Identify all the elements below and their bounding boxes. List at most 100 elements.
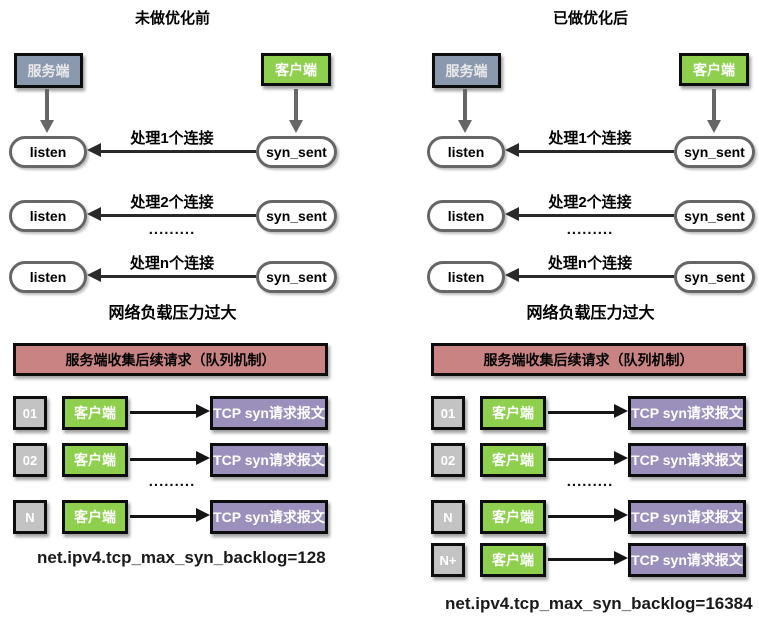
server-down-arrow-line [463, 89, 467, 121]
arrow-line [548, 458, 615, 461]
queue-banner: 服务端收集后续请求（队列机制） [13, 343, 328, 376]
arrow-line [518, 214, 674, 217]
syn-sent-node: syn_sent [256, 200, 337, 232]
queue-row: 01 客户端 TCP syn请求报文 [0, 396, 345, 430]
syn-sent-node: syn_sent [674, 200, 755, 232]
client-box: 客户端 [261, 53, 331, 86]
client-box: 客户端 [480, 543, 546, 577]
queue-index-box: N+ [431, 543, 465, 577]
client-down-arrow-line [712, 89, 716, 121]
connection-label: 处理n个连接 [547, 255, 633, 272]
panel-title-after: 已做优化后 [552, 10, 628, 27]
arrow-left-icon [87, 143, 101, 157]
server-box: 服务端 [432, 53, 501, 88]
queue-row: 02 客户端 TCP syn请求报文 [0, 443, 345, 477]
arrow-left-icon [505, 207, 519, 221]
ellipsis-dots: ......... [148, 473, 196, 490]
queue-row: N 客户端 TCP syn请求报文 [418, 500, 759, 534]
connection-row: listen 处理n个连接 syn_sent [418, 255, 759, 293]
queue-row: 02 客户端 TCP syn请求报文 [418, 443, 759, 477]
connection-row: listen 处理n个连接 syn_sent [0, 255, 345, 293]
syn-packet-box: TCP syn请求报文 [628, 396, 746, 430]
client-box: 客户端 [62, 396, 128, 430]
syn-sent-node: syn_sent [674, 261, 755, 293]
server-box: 服务端 [14, 53, 83, 88]
queue-index-box: 02 [431, 443, 465, 477]
connection-label: 处理2个连接 [130, 194, 214, 211]
panel-before-optimization: 未做优化前 服务端 客户端 listen 处理1个连接 syn_sent lis… [0, 0, 345, 619]
listen-node: listen [427, 261, 505, 293]
arrow-line [100, 275, 256, 278]
arrow-line [548, 558, 615, 561]
connection-label: 处理1个连接 [130, 130, 214, 147]
queue-row: 01 客户端 TCP syn请求报文 [418, 396, 759, 430]
syn-packet-box: TCP syn请求报文 [210, 396, 328, 430]
arrow-right-icon [614, 508, 628, 522]
arrow-line [518, 150, 674, 153]
syn-sent-node: syn_sent [256, 136, 337, 168]
arrow-right-icon [196, 508, 210, 522]
overload-text: 网络负载压力过大 [526, 305, 655, 322]
arrow-line [548, 515, 615, 518]
queue-index-box: 01 [13, 396, 47, 430]
arrow-down-icon [40, 120, 54, 133]
arrow-line [100, 214, 256, 217]
listen-node: listen [9, 261, 87, 293]
client-box: 客户端 [62, 443, 128, 477]
ellipsis-dots: ......... [566, 473, 614, 490]
syn-packet-box: TCP syn请求报文 [628, 443, 746, 477]
queue-row: N+ 客户端 TCP syn请求报文 [418, 543, 759, 577]
queue-index-box: N [13, 500, 47, 534]
listen-node: listen [9, 136, 87, 168]
syn-sent-node: syn_sent [256, 261, 337, 293]
arrow-left-icon [505, 143, 519, 157]
client-box: 客户端 [480, 443, 546, 477]
arrow-right-icon [614, 404, 628, 418]
queue-index-box: 02 [13, 443, 47, 477]
ellipsis-dots: ......... [148, 221, 196, 238]
connection-row: listen 处理1个连接 syn_sent [0, 130, 345, 168]
listen-node: listen [427, 200, 505, 232]
arrow-down-icon [289, 120, 303, 133]
arrow-right-icon [614, 551, 628, 565]
queue-index-box: 01 [431, 396, 465, 430]
arrow-line [130, 515, 197, 518]
arrow-line [518, 275, 674, 278]
queue-index-box: N [431, 500, 465, 534]
syn-packet-box: TCP syn请求报文 [210, 443, 328, 477]
syn-packet-box: TCP syn请求报文 [628, 500, 746, 534]
overload-text: 网络负载压力过大 [108, 305, 237, 322]
arrow-down-icon [707, 120, 721, 133]
arrow-right-icon [614, 451, 628, 465]
arrow-left-icon [87, 268, 101, 282]
arrow-line [130, 411, 197, 414]
listen-node: listen [427, 136, 505, 168]
syn-sent-node: syn_sent [674, 136, 755, 168]
syn-packet-box: TCP syn请求报文 [628, 543, 746, 577]
client-box: 客户端 [480, 500, 546, 534]
sysctl-setting-text: net.ipv4.tcp_max_syn_backlog=16384 [445, 594, 753, 613]
panel-after-optimization: 已做优化后 服务端 客户端 listen 处理1个连接 syn_sent lis… [418, 0, 759, 619]
connection-label: 处理n个连接 [129, 255, 215, 272]
connection-row: listen 处理2个连接 syn_sent [418, 194, 759, 232]
arrow-left-icon [87, 207, 101, 221]
sysctl-setting-text: net.ipv4.tcp_max_syn_backlog=128 [37, 548, 326, 567]
syn-packet-box: TCP syn请求报文 [210, 500, 328, 534]
queue-banner: 服务端收集后续请求（队列机制） [431, 343, 746, 376]
arrow-line [100, 150, 256, 153]
connection-row: listen 处理1个连接 syn_sent [418, 130, 759, 168]
arrow-down-icon [458, 120, 472, 133]
panel-title-before: 未做优化前 [134, 10, 210, 27]
client-box: 客户端 [62, 500, 128, 534]
connection-label: 处理2个连接 [548, 194, 632, 211]
client-box: 客户端 [679, 53, 749, 86]
connection-label: 处理1个连接 [548, 130, 632, 147]
listen-node: listen [9, 200, 87, 232]
arrow-right-icon [196, 451, 210, 465]
arrow-right-icon [196, 404, 210, 418]
client-box: 客户端 [480, 396, 546, 430]
connection-row: listen 处理2个连接 syn_sent [0, 194, 345, 232]
arrow-left-icon [505, 268, 519, 282]
arrow-line [548, 411, 615, 414]
